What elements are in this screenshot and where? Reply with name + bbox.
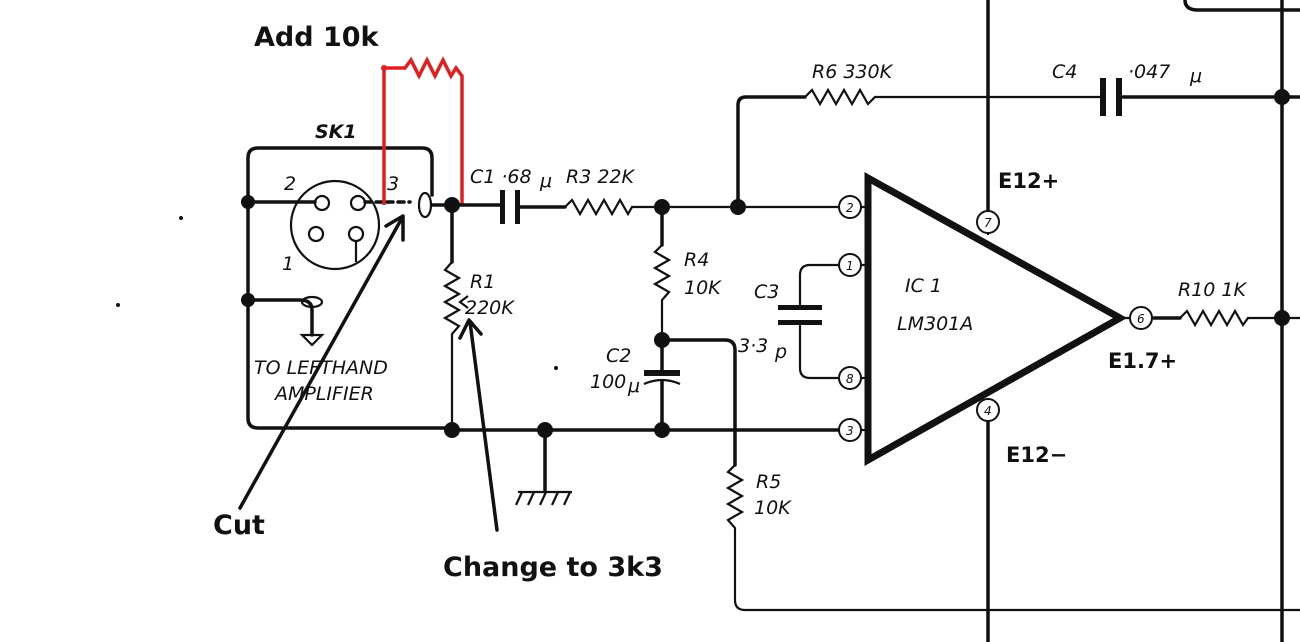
rail-e17-plus: E1.7+	[1108, 349, 1177, 373]
ic-pin-6: 6	[1137, 312, 1145, 326]
ground-symbol	[515, 428, 572, 506]
r3-label: R3 22K	[566, 166, 636, 188]
cut-note: Cut	[213, 510, 265, 541]
sk1-label: SK1	[315, 121, 357, 143]
c3-capacitor	[778, 263, 838, 380]
ic-reference: IC 1	[905, 275, 942, 297]
c4-capacitor	[1100, 78, 1300, 116]
r10-label: R10 1K	[1178, 279, 1248, 301]
rail-e12-minus: E12−	[1006, 443, 1067, 467]
c2-value: 100	[590, 371, 626, 393]
r1-value: 220K	[465, 297, 515, 319]
add-10k-note: Add 10k	[254, 22, 380, 53]
change-note: Change to 3k3	[443, 552, 663, 583]
c1-capacitor	[500, 190, 567, 224]
c2-label: C2	[606, 345, 631, 367]
c2-capacitor	[643, 338, 681, 432]
r6-label: R6 330K	[812, 61, 894, 83]
ic-pin-8: 8	[846, 372, 854, 386]
r10-resistor	[1179, 308, 1300, 328]
c4-value: ·047	[1128, 61, 1170, 83]
c2-unit: μ	[627, 375, 640, 397]
r5-resistor	[725, 464, 1300, 612]
ic-pin-3: 3	[846, 424, 854, 438]
c4-unit: μ	[1189, 65, 1202, 87]
ic-pin-4: 4	[984, 404, 992, 418]
c1-unit: μ	[539, 170, 552, 192]
c3-label: C3	[754, 281, 779, 303]
connector-label-line2: AMPLIFIER	[273, 383, 374, 405]
r3-resistor	[564, 197, 850, 217]
r5-label: R5	[756, 471, 781, 493]
rail-e12-plus: E12+	[998, 169, 1059, 193]
cut-arrow	[238, 214, 405, 510]
r1-potentiometer	[442, 261, 462, 428]
ic-pin-7: 7	[984, 216, 992, 230]
r4-label: R4	[684, 249, 709, 271]
r4-resistor	[652, 244, 672, 340]
connector-enclosure	[246, 146, 450, 430]
sk1-pin-3-label: 3	[387, 173, 399, 195]
sk1-socket	[246, 179, 454, 347]
r4-value: 10K	[684, 277, 722, 299]
change-arrow	[458, 318, 499, 532]
r6-resistor	[804, 87, 1100, 107]
added-10k-resistor	[382, 56, 464, 205]
ic-part-number: LM301A	[897, 313, 973, 335]
r1-label: R1	[470, 271, 495, 293]
ic-pin-1: 1	[846, 259, 854, 273]
c4-label: C4	[1052, 61, 1077, 83]
sk1-pin-2-label: 2	[284, 173, 296, 195]
c3-value: 3·3	[738, 335, 768, 357]
c1-label: C1 ·68	[470, 166, 532, 188]
c3-unit: p	[774, 341, 787, 363]
op-amp-ic1	[864, 172, 1300, 466]
connector-label-line1: TO LEFTHAND	[254, 357, 388, 379]
sk1-pin-1-label: 1	[282, 253, 294, 275]
ic-pin-2: 2	[846, 201, 854, 215]
r5-value: 10K	[754, 497, 792, 519]
